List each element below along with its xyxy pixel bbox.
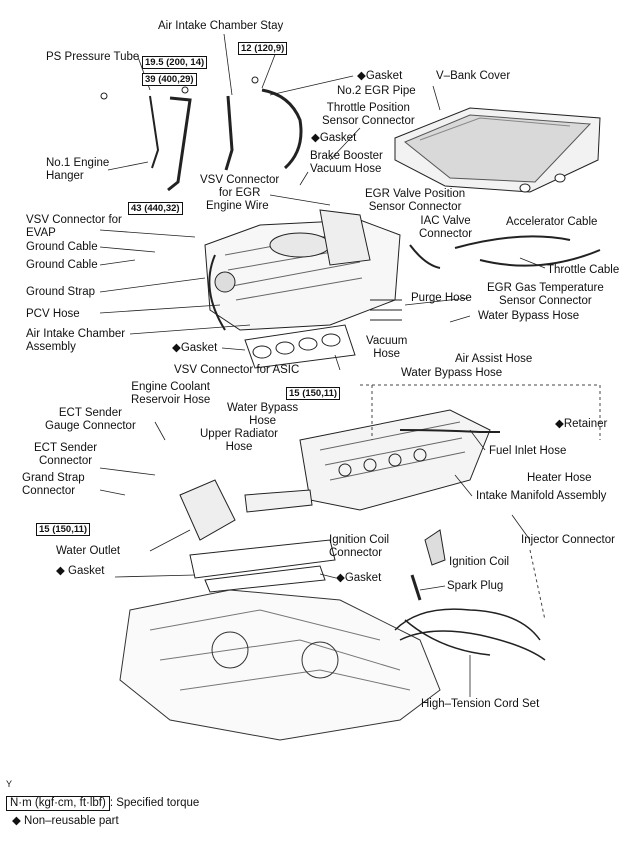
label-ps-pressure-tube: PS Pressure Tube [46, 51, 140, 63]
label-engine-wire: Engine Wire [206, 200, 269, 212]
torque-box-5: 15 (150,11) [286, 387, 341, 400]
label-gasket-mid: ◆Gasket [311, 132, 357, 144]
label-ignition-coil-connector: Ignition Coil Connector [329, 534, 390, 559]
label-retainer: ◆Retainer [555, 418, 608, 430]
air-intake-chamber-drawing [204, 209, 401, 331]
label-engine-coolant-reservoir-hose: Engine Coolant Reservoir Hose [131, 381, 211, 406]
cable-drawing [370, 235, 601, 321]
label-throttle-position-sensor-connector: Throttle Position Sensor Connector [322, 102, 415, 127]
torque-box-1: 19.5 (200, 14) [142, 56, 208, 69]
label-upper-radiator-hose: Upper Radiator Hose [200, 428, 278, 453]
label-vsv-connector-for-asic: VSV Connector for ASIC [174, 364, 300, 376]
label-vacuum-hose: Vacuum Hose [366, 335, 408, 360]
label-intake-manifold-assembly: Intake Manifold Assembly [476, 490, 607, 502]
label-water-bypass-hose-1: Water Bypass Hose [478, 310, 580, 322]
label-throttle-cable: Throttle Cable [547, 264, 620, 276]
corner-mark: Y [6, 779, 13, 789]
label-ignition-coil: Ignition Coil [449, 556, 510, 568]
label-gasket-top: ◆Gasket [357, 70, 403, 82]
label-gasket-manifold: ◆Gasket [336, 572, 382, 584]
label-air-assist-hose: Air Assist Hose [455, 353, 533, 365]
stay-and-tube-drawing [100, 76, 303, 192]
label-injector-connector: Injector Connector [521, 534, 615, 546]
label-ground-strap: Ground Strap [26, 286, 96, 298]
label-heater-hose: Heater Hose [527, 472, 592, 484]
label-vsv-connector-for-egr: VSV Connector for EGR [200, 174, 280, 199]
label-ect-sender-gauge-connector: ECT Sender Gauge Connector [45, 407, 136, 432]
cord-set-drawing [394, 608, 546, 661]
intake-manifold-drawing [299, 409, 500, 511]
label-gasket-chamber: ◆Gasket [172, 342, 218, 354]
legend-torque: N·m (kgf·cm, ft·lbf): Specified torque [6, 796, 199, 811]
label-no1-engine-hanger: No.1 Engine Hanger [46, 157, 110, 182]
label-purge-hose: Purge Hose [411, 292, 472, 304]
label-brake-booster-vacuum-hose: Brake Booster Vacuum Hose [310, 150, 383, 175]
label-spark-plug: Spark Plug [447, 580, 504, 592]
chamber-gasket-drawing [244, 324, 356, 369]
v-bank-cover-drawing [394, 107, 601, 193]
torque-box-2: 12 (120,9) [238, 42, 288, 55]
ignition-coil-drawing [410, 529, 446, 601]
label-ect-sender-connector: ECT Sender Connector [34, 442, 98, 467]
label-grand-strap-connector: Grand Strap Connector [22, 472, 85, 497]
label-egr-gas-temp-sensor-connector: EGR Gas Temperature Sensor Connector [487, 282, 604, 307]
label-water-outlet: Water Outlet [56, 545, 121, 557]
label-high-tension-cord-set: High–Tension Cord Set [421, 698, 540, 710]
label-egr-valve-position-sensor-connector: EGR Valve Position Sensor Connector [365, 188, 466, 213]
label-air-intake-chamber-assembly: Air Intake Chamber Assembly [26, 328, 126, 353]
water-outlet-drawing [179, 479, 336, 593]
label-ground-cable-1: Ground Cable [26, 241, 98, 253]
torque-box-4: 43 (440,32) [128, 202, 183, 215]
label-water-bypass-hose-3: Water Bypass Hose [227, 402, 299, 427]
label-pcv-hose: PCV Hose [26, 308, 80, 320]
engine-block-drawing [119, 589, 441, 741]
label-air-intake-chamber-stay: Air Intake Chamber Stay [158, 20, 284, 32]
label-no2-egr-pipe: No.2 EGR Pipe [337, 85, 416, 97]
label-gasket-outlet: ◆ Gasket [56, 565, 105, 577]
torque-box-3: 39 (400,29) [142, 73, 197, 86]
torque-box-6: 15 (150,11) [36, 523, 91, 536]
label-water-bypass-hose-2: Water Bypass Hose [401, 367, 503, 379]
label-ground-cable-2: Ground Cable [26, 259, 98, 271]
label-accelerator-cable: Accelerator Cable [506, 216, 598, 228]
label-v-bank-cover: V–Bank Cover [436, 70, 511, 82]
label-iac-valve-connector: IAC Valve Connector [419, 215, 473, 240]
label-fuel-inlet-hose: Fuel Inlet Hose [489, 445, 567, 457]
legend-torque-unit: N·m (kgf·cm, ft·lbf) [6, 796, 110, 811]
legend-non-reusable: ◆ Non–reusable part [12, 815, 119, 827]
label-vsv-connector-for-evap: VSV Connector for EVAP [26, 214, 122, 239]
legend-torque-desc: : Specified torque [109, 797, 200, 809]
leader-lines [99, 33, 546, 697]
